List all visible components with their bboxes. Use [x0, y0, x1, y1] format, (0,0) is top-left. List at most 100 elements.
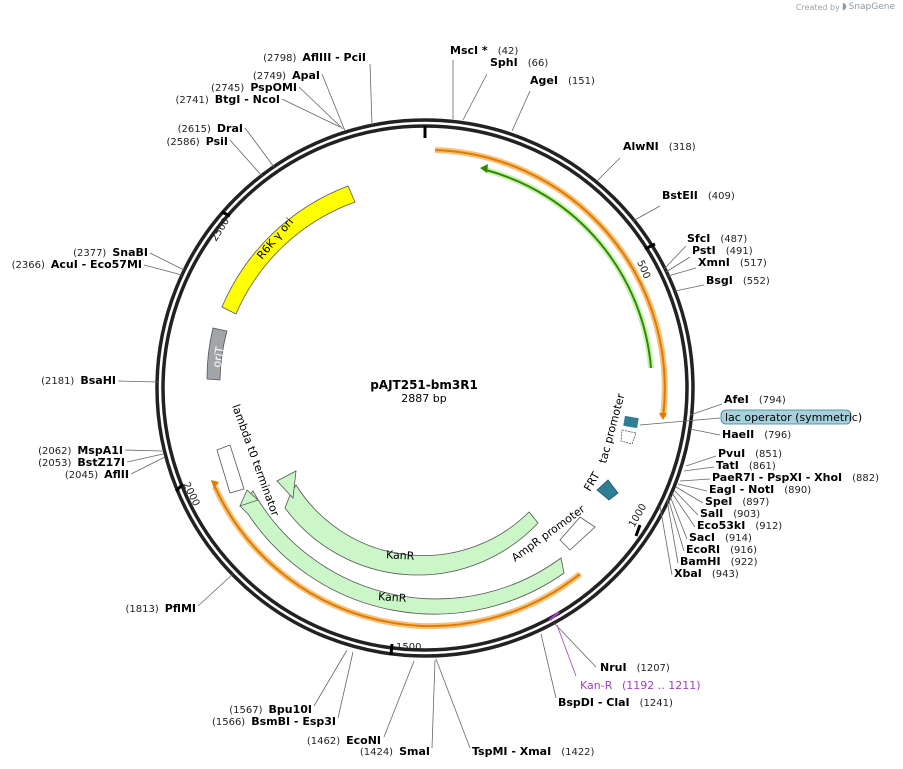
site-label: SfcI(487) [687, 232, 747, 245]
site-msci: MscI *(42) [450, 44, 518, 119]
site-position: (2745) [211, 83, 244, 94]
site-name: EagI - NotI [709, 483, 774, 496]
site-leader [596, 157, 621, 182]
site-leader [369, 63, 373, 126]
orf-bottom-arrow-icon [211, 480, 219, 489]
site-label: (2377)SnaBI [73, 246, 148, 259]
site-position: (861) [749, 461, 776, 472]
site-aflii: (2045)AflII [65, 456, 166, 481]
orf-top-right-arrow-icon [659, 413, 667, 420]
site-position: (318) [669, 142, 696, 153]
site-pflmi: (1813)PflMI [125, 573, 234, 615]
site-position: (794) [759, 395, 786, 406]
site-leader [667, 267, 697, 277]
site-name: BtgI - NcoI [215, 93, 280, 106]
site-label: TspMI - XmaI (1422) [472, 745, 595, 758]
site-label: BsgI(552) [706, 274, 770, 287]
site-label: (2045)AflII [65, 468, 129, 481]
site-label: BstEII(409) [662, 189, 735, 202]
site-sali: SalI(903) [673, 489, 760, 520]
site-leader [679, 478, 711, 482]
primer-name: Kan-R [580, 679, 613, 692]
tick-mark-500 [644, 242, 656, 251]
site-name: BamHI [680, 555, 721, 568]
site-position: (151) [568, 76, 595, 87]
site-label: (2749)ApaI [253, 69, 320, 82]
site-xmni: XmnI(517) [667, 256, 767, 277]
orf-top-right-halo [434, 147, 668, 418]
site-label: MscI *(42) [450, 44, 518, 57]
site-position: (2062) [38, 446, 71, 457]
site-position: (2749) [253, 71, 286, 82]
site-name: XbaI [674, 567, 702, 580]
tac-promoter-label: tac promoter [596, 392, 627, 465]
site-leader [683, 466, 715, 472]
site-label: XbaI(943) [674, 567, 739, 580]
site-label: (1462)EcoNI [307, 734, 381, 747]
kan-r-primer: Kan-R (1192 .. 1211) [549, 611, 701, 692]
site-bsmbi: (1566)BsmBI - Esp3I [212, 651, 354, 728]
tac-promoter-feature [620, 429, 637, 445]
site-name: PspOMI [250, 81, 297, 94]
site-tati: TatI(861) [683, 459, 776, 472]
site-position: (2741) [176, 95, 209, 106]
site-label: BamHI(922) [680, 555, 758, 568]
site-position: (882) [852, 473, 879, 484]
site-leader [689, 428, 721, 436]
site-name: MspA1I [77, 444, 123, 457]
site-position: (2798) [263, 53, 296, 64]
site-leader [281, 98, 341, 128]
site-label: EcoRI(916) [686, 543, 757, 556]
site-label: (2053)BstZ17I [38, 456, 125, 469]
site-label: (2366)AcuI - Eco57MI [12, 258, 142, 271]
site-leader [663, 245, 687, 270]
frt-feature [596, 479, 619, 501]
site-leader [632, 205, 661, 222]
site-saci: SacI(914) [669, 495, 752, 544]
site-position: (1422) [561, 747, 594, 758]
kanr-outer-arrow-icon [239, 489, 259, 507]
site-name: AcuI - Eco57MI [51, 258, 142, 271]
site-paer7i: PaeR7I - PspXI - XhoI (882) [679, 471, 879, 484]
site-nrui: NruI(1207) [553, 622, 670, 674]
site-acui: (2366)AcuI - Eco57MI [12, 258, 183, 276]
site-afliii: (2798) AflIII - PciI [263, 51, 373, 126]
site-label: XmnI(517) [698, 256, 767, 269]
site-label: Eco53kI(912) [697, 519, 782, 532]
site-position: (2615) [178, 124, 211, 135]
site-spei: SpeI(897) [675, 486, 769, 508]
site-leader [117, 380, 159, 383]
site-leader [511, 90, 531, 132]
site-position: (796) [764, 430, 791, 441]
site-position: (1207) [637, 663, 670, 674]
site-position: (491) [726, 246, 753, 257]
site-name: SnaBI [112, 246, 148, 259]
site-name: HaeII [722, 428, 754, 441]
site-label: PaeR7I - PspXI - XhoI (882) [712, 471, 879, 484]
site-position: (1566) [212, 717, 245, 728]
site-label: (2798) AflIII - PciI [263, 51, 366, 64]
tick-label-2500: 2500 [209, 216, 232, 243]
site-leader [244, 127, 275, 168]
site-name: PflMI [165, 602, 196, 615]
site-name: BsaHI [80, 374, 116, 387]
lac-operator-leader [639, 417, 721, 426]
site-label: SphI(66) [490, 56, 548, 69]
site-smai: (1424)SmaI [360, 659, 436, 758]
site-sphi: SphI(66) [462, 56, 548, 121]
site-label: (1813)PflMI [125, 602, 196, 615]
site-leader [674, 284, 705, 292]
tick-label-1000: 1000 [627, 502, 649, 530]
site-name: TspMI - XmaI [472, 745, 551, 758]
site-label: NruI(1207) [600, 661, 670, 674]
primer-mark [549, 611, 560, 621]
site-leader [675, 486, 704, 504]
site-name: SfcI [687, 232, 710, 245]
site-leader [435, 658, 471, 749]
site-position: (66) [528, 58, 549, 69]
kanr-outer-label: KanR [378, 590, 408, 605]
site-label: PstI(491) [692, 244, 753, 257]
site-name: PaeR7I - PspXI - XhoI [712, 471, 842, 484]
site-bsahi: (2181)BsaHI [41, 374, 159, 387]
site-name: AflIII - PciI [302, 51, 366, 64]
